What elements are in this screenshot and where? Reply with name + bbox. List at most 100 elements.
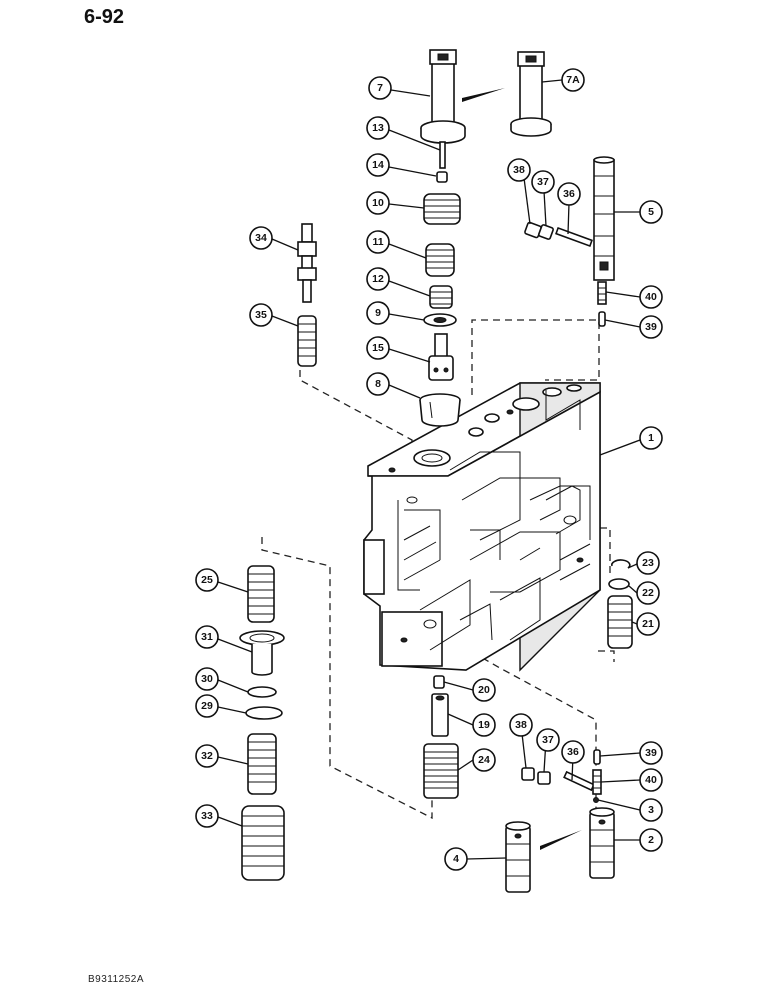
- callout-2: 2: [639, 828, 663, 852]
- part-12-spring: [429, 285, 453, 309]
- svg-text:7A: 7A: [566, 74, 580, 86]
- part-4-spool: [505, 821, 531, 893]
- svg-text:38: 38: [515, 719, 527, 731]
- callout-9: 9: [366, 301, 390, 325]
- part-2-spool: [589, 807, 615, 879]
- svg-text:14: 14: [372, 159, 384, 171]
- part-25-spring: [247, 565, 275, 623]
- part-37-plug-upper: [538, 224, 554, 240]
- svg-text:40: 40: [645, 774, 657, 786]
- leader-lines: [217, 79, 641, 860]
- svg-text:5: 5: [648, 206, 654, 218]
- figure-code: B9311252A: [88, 974, 145, 985]
- part-30-o-ring: [247, 686, 277, 698]
- part-11-spring: [425, 243, 455, 277]
- svg-text:29: 29: [201, 700, 213, 712]
- callout-8: 8: [366, 372, 390, 396]
- svg-text:39: 39: [645, 321, 657, 333]
- callout-7: 7: [368, 76, 392, 100]
- callout-3: 3: [639, 798, 663, 822]
- svg-text:9: 9: [375, 307, 381, 319]
- alternate-arrow: [462, 88, 505, 102]
- callout-33: 33: [195, 804, 219, 828]
- svg-text:30: 30: [201, 673, 213, 685]
- callout-24: 24: [472, 748, 496, 772]
- callout-32: 32: [195, 744, 219, 768]
- part-15-valve: [428, 333, 454, 381]
- svg-text:13: 13: [372, 122, 384, 134]
- part-38-plug-lower: [521, 767, 535, 781]
- svg-text:20: 20: [478, 684, 490, 696]
- part-23-snap-ring: [611, 559, 631, 569]
- callout-13: 13: [366, 116, 390, 140]
- callout-34: 34: [249, 226, 273, 250]
- callout-22: 22: [636, 581, 660, 605]
- part-40-spring-lower: [592, 769, 602, 795]
- callout-5: 5: [639, 200, 663, 224]
- part-39-pin-lower: [593, 749, 601, 765]
- callout-23: 23: [636, 551, 660, 575]
- part-13-pin: [439, 141, 446, 169]
- callout-38-lower: 38: [509, 713, 533, 737]
- part-40-spring-upper: [597, 281, 607, 305]
- part-20-plug: [433, 675, 445, 689]
- svg-text:3: 3: [648, 804, 654, 816]
- callout-21: 21: [636, 612, 660, 636]
- callout-1: 1: [639, 426, 663, 450]
- svg-text:12: 12: [372, 273, 384, 285]
- svg-text:22: 22: [642, 587, 654, 599]
- part-33-spring: [241, 805, 285, 881]
- callout-38-upper: 38: [507, 158, 531, 182]
- callout-31: 31: [195, 625, 219, 649]
- part-22-ring: [608, 578, 630, 590]
- valve-body: [363, 382, 601, 672]
- callout-39-lower: 39: [639, 741, 663, 765]
- part-7-shaft: [420, 49, 466, 144]
- part-29-o-ring: [245, 706, 283, 720]
- part-10-spring: [423, 193, 461, 225]
- svg-text:38: 38: [513, 164, 525, 176]
- callout-19: 19: [472, 713, 496, 737]
- callout-10: 10: [366, 191, 390, 215]
- callout-39-upper: 39: [639, 315, 663, 339]
- svg-text:40: 40: [645, 291, 657, 303]
- part-31-sleeve: [239, 630, 285, 676]
- callout-30: 30: [195, 667, 219, 691]
- part-32-spring: [247, 733, 277, 795]
- part-24-screen: [423, 743, 459, 799]
- callout-40-upper: 40: [639, 285, 663, 309]
- part-34-spool: [297, 223, 317, 303]
- svg-text:32: 32: [201, 750, 213, 762]
- svg-text:36: 36: [567, 746, 579, 758]
- part-9-washer: [423, 313, 457, 327]
- callout-36-lower: 36: [561, 740, 585, 764]
- callout-40-lower: 40: [639, 768, 663, 792]
- svg-text:19: 19: [478, 719, 490, 731]
- svg-text:24: 24: [478, 754, 490, 766]
- callout-36-upper: 36: [557, 182, 581, 206]
- page-number: 6-92: [84, 6, 125, 28]
- svg-text:23: 23: [642, 557, 654, 569]
- part-37-plug-lower: [537, 771, 551, 785]
- callout-11: 11: [366, 230, 390, 254]
- svg-text:33: 33: [201, 810, 213, 822]
- callout-37-lower: 37: [536, 728, 560, 752]
- part-14-plug: [436, 171, 448, 183]
- callout-35: 35: [249, 303, 273, 327]
- callout-37-upper: 37: [531, 170, 555, 194]
- callout-15: 15: [366, 336, 390, 360]
- part-39-pin-upper: [598, 311, 606, 327]
- svg-text:39: 39: [645, 747, 657, 759]
- callout-4: 4: [444, 847, 468, 871]
- svg-text:25: 25: [201, 574, 213, 586]
- part-21-spring: [607, 595, 633, 649]
- part-3-ball: [593, 797, 599, 803]
- svg-text:21: 21: [642, 618, 654, 630]
- svg-text:37: 37: [542, 734, 554, 746]
- svg-text:4: 4: [453, 853, 459, 865]
- svg-text:10: 10: [372, 197, 384, 209]
- svg-text:15: 15: [372, 342, 384, 354]
- alternate-arrow-lower: [540, 830, 582, 850]
- svg-text:37: 37: [537, 176, 549, 188]
